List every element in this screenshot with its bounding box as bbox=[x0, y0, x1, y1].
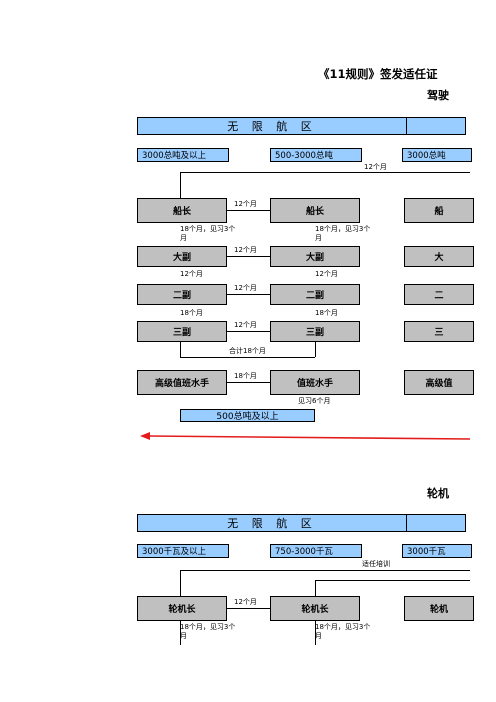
deck-top-note: 12个月 bbox=[364, 163, 387, 171]
engine-rank-chief-3: 轮机 bbox=[404, 596, 474, 621]
deck-total-note: 合计18个月 bbox=[229, 347, 266, 355]
engine-area-header-right bbox=[406, 514, 466, 532]
engine-connector bbox=[315, 580, 316, 596]
engine-section-title: 轮机 bbox=[427, 487, 449, 500]
deck-connector bbox=[180, 172, 181, 198]
deck-tier-3: 3000总吨 bbox=[402, 148, 472, 162]
engine-between: 12个月 bbox=[234, 598, 257, 606]
deck-rank-chief-3: 大 bbox=[404, 246, 474, 267]
deck-rank-chief-1: 大副 bbox=[137, 246, 227, 267]
deck-between-3: 12个月 bbox=[234, 284, 257, 292]
engine-connector bbox=[180, 570, 181, 596]
engine-col2-note: 18个月，见习3个月 bbox=[315, 623, 371, 640]
deck-col1-note-3: 18个月 bbox=[180, 309, 203, 317]
page-title: 《11规则》签发适任证 bbox=[318, 67, 438, 81]
engine-connector bbox=[315, 621, 316, 645]
deck-link bbox=[227, 382, 270, 383]
deck-bottom-note: 见习6个月 bbox=[298, 397, 331, 405]
deck-total-connector bbox=[180, 357, 315, 358]
deck-col2-note-3: 18个月 bbox=[315, 309, 338, 317]
deck-connector bbox=[315, 342, 316, 357]
deck-rank-captain-3: 船 bbox=[404, 198, 474, 223]
deck-rank-third-3: 三 bbox=[404, 321, 474, 342]
engine-connector-2 bbox=[315, 580, 470, 581]
deck-between-4: 12个月 bbox=[234, 321, 257, 329]
deck-area-header-right bbox=[406, 117, 466, 135]
deck-section-title: 驾驶 bbox=[427, 89, 449, 102]
deck-tier-2: 500-3000总吨 bbox=[270, 148, 362, 162]
deck-link bbox=[227, 294, 270, 295]
engine-area-header: 无 限 航 区 bbox=[137, 514, 407, 532]
engine-rank-chief-2: 轮机长 bbox=[270, 596, 360, 621]
deck-rank-second-1: 二副 bbox=[137, 284, 227, 305]
deck-col2-note-1: 18个月，见习3个月 bbox=[315, 225, 371, 242]
deck-rank-ab-1: 高级值班水手 bbox=[137, 370, 227, 395]
deck-between-5: 18个月 bbox=[234, 372, 257, 380]
deck-col2-note-2: 12个月 bbox=[315, 270, 338, 278]
deck-top-connector bbox=[180, 172, 470, 173]
deck-rank-third-1: 三副 bbox=[137, 321, 227, 342]
engine-connector bbox=[180, 621, 181, 645]
deck-rank-captain-2: 船长 bbox=[270, 198, 360, 223]
engine-rank-chief-1: 轮机长 bbox=[137, 596, 227, 621]
deck-rank-third-2: 三副 bbox=[270, 321, 360, 342]
deck-connector bbox=[180, 342, 181, 357]
engine-link bbox=[227, 608, 270, 609]
engine-tier-2: 750-3000千瓦 bbox=[270, 544, 362, 558]
deck-area-header: 无 限 航 区 bbox=[137, 117, 407, 135]
deck-link bbox=[227, 331, 270, 332]
deck-rank-captain-1: 船长 bbox=[137, 198, 227, 223]
engine-tier-1: 3000千瓦及以上 bbox=[137, 544, 229, 558]
deck-rank-chief-2: 大副 bbox=[270, 246, 360, 267]
deck-between-1: 12个月 bbox=[234, 200, 257, 208]
deck-link bbox=[227, 210, 270, 211]
deck-col1-note-1: 18个月，见习3个月 bbox=[180, 225, 236, 242]
deck-bottom-tier: 500总吨及以上 bbox=[180, 409, 315, 422]
engine-top-note: 适任培训 bbox=[362, 560, 390, 568]
deck-between-2: 12个月 bbox=[234, 246, 257, 254]
engine-top-connector bbox=[180, 570, 470, 571]
red-arrow bbox=[140, 432, 470, 440]
deck-col1-note-2: 12个月 bbox=[180, 270, 203, 278]
deck-tier-1: 3000总吨及以上 bbox=[137, 148, 229, 162]
deck-rank-second-2: 二副 bbox=[270, 284, 360, 305]
deck-rank-ab-2: 值班水手 bbox=[270, 370, 360, 395]
engine-col1-note: 18个月，见习3个月 bbox=[180, 623, 236, 640]
deck-link bbox=[227, 256, 270, 257]
engine-tier-3: 3000千瓦 bbox=[402, 544, 472, 558]
deck-rank-second-3: 二 bbox=[404, 284, 474, 305]
deck-rank-ab-3: 高级值 bbox=[404, 370, 474, 395]
